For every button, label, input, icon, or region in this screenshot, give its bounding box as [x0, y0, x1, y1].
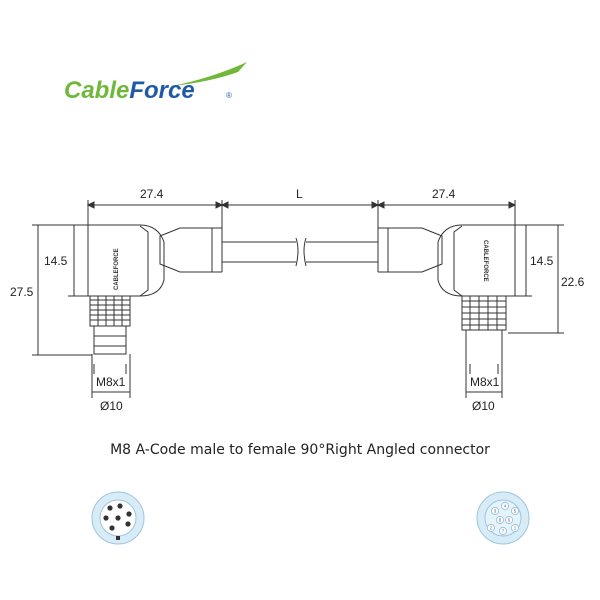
dim-left-height-inner: 14.5	[44, 254, 68, 268]
male-pin-layout-icon	[91, 491, 145, 545]
svg-text:CableForce: CableForce	[64, 77, 195, 104]
female-pin-hole	[495, 515, 505, 525]
female-pin-hole	[510, 523, 520, 533]
registered-mark: ®	[226, 91, 232, 100]
female-pin-label: 7	[502, 529, 505, 534]
dim-right-thread: M8x1	[470, 375, 500, 389]
dim-left-diameter: Ø10	[100, 399, 123, 413]
female-pin-hole	[504, 515, 514, 525]
logo-swoosh-icon	[172, 62, 247, 86]
logo-text-force: Force	[129, 77, 194, 104]
logo-text-cable: Cable	[64, 77, 129, 104]
female-pin-layout-icon: 4 5 3 61 2 8 7	[476, 491, 530, 545]
female-pin-label: 4	[504, 504, 507, 509]
female-pin-hole	[498, 526, 508, 536]
dim-right-diameter: Ø10	[472, 399, 495, 413]
dim-right-height-inner: 14.5	[530, 254, 554, 268]
female-pin-label: 8	[499, 518, 502, 523]
left-connector-brand: CABLEFORCE	[114, 248, 120, 290]
female-pin-label: 1	[514, 526, 517, 531]
left-connector-body	[87, 224, 165, 297]
female-pin-label: 5	[514, 509, 517, 514]
female-pin-label: 6	[508, 518, 511, 523]
female-pin-hole	[490, 506, 500, 516]
right-connector-body	[437, 224, 516, 297]
female-pin-hole	[500, 501, 510, 511]
female-pin-label: 2	[490, 526, 493, 531]
left-thread	[93, 325, 127, 355]
right-connector-brand: CABLEFORCE	[482, 240, 488, 282]
dim-left-height-total: 27.5	[10, 285, 34, 299]
female-pin-hole	[486, 523, 496, 533]
dim-right-height-total: 22.6	[561, 275, 585, 289]
dim-right-width: 27.4	[432, 187, 456, 201]
female-pin-label: 3	[494, 509, 497, 514]
cable-break-icon	[295, 237, 307, 267]
cableforce-logo: CableForce ®	[64, 62, 247, 104]
diagram-caption: M8 A-Code male to female 90°Right Angled…	[110, 442, 490, 458]
female-pin-hole	[510, 506, 520, 516]
dim-left-thread: M8x1	[96, 375, 126, 389]
dim-left-width: 27.4	[140, 187, 164, 201]
dim-cable-length: L	[296, 187, 303, 201]
